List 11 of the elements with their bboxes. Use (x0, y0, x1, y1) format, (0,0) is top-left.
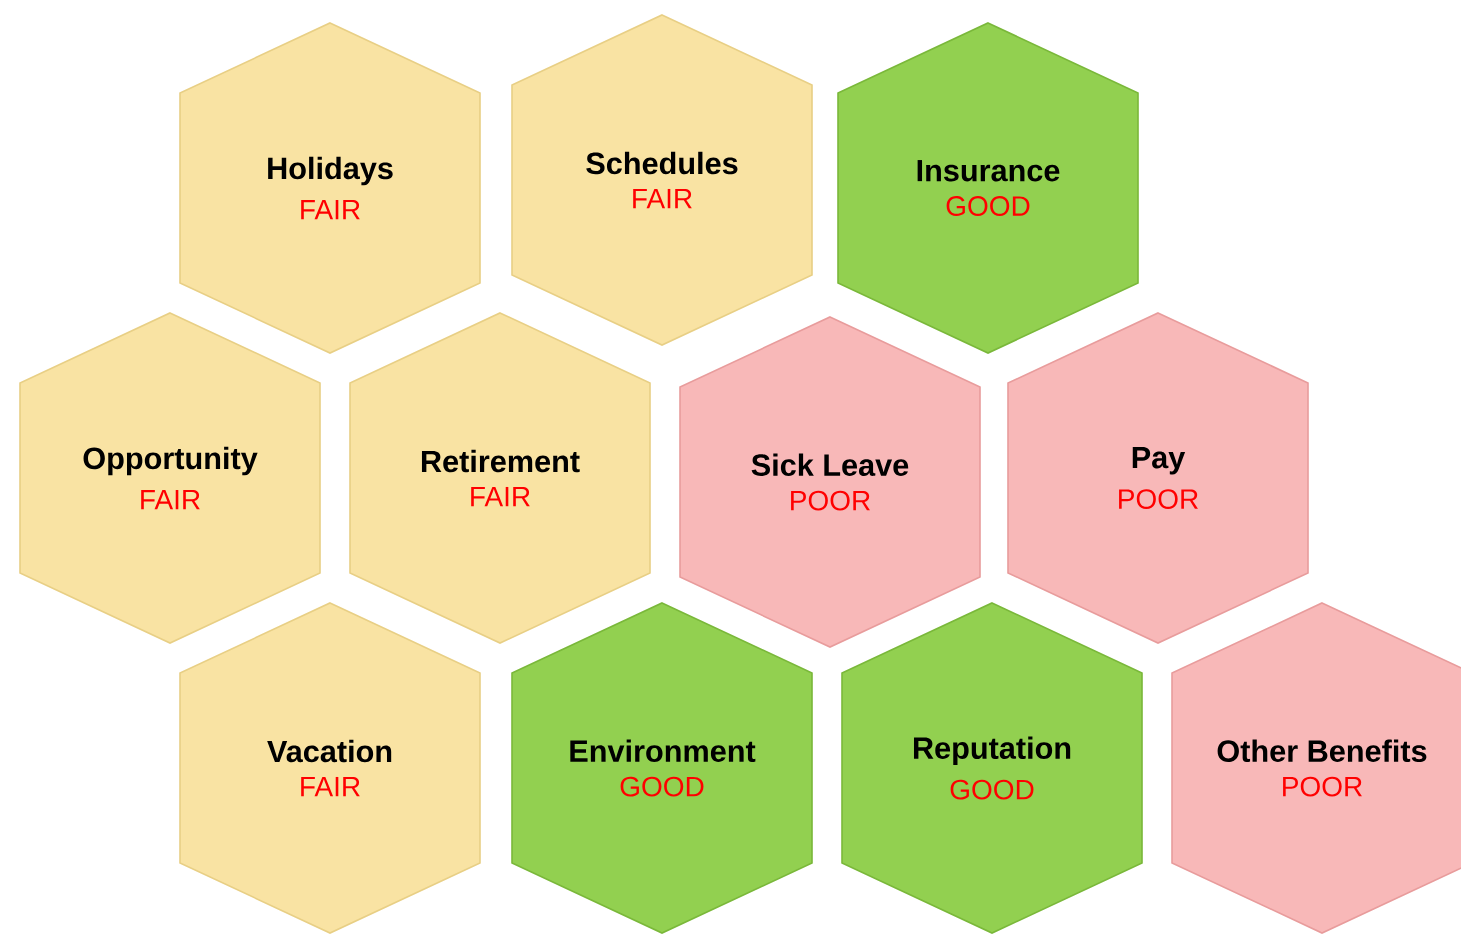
hexagon-tile: Holidays FAIR (179, 22, 481, 354)
hexagon-tile: Retirement FAIR (349, 312, 651, 644)
hexagon-tile: Schedules FAIR (511, 14, 813, 346)
hexagon-tile: Opportunity FAIR (19, 312, 321, 644)
hexagon-tile: Vacation FAIR (179, 602, 481, 934)
hexagon-tile: Sick Leave POOR (679, 316, 981, 648)
hexagon-tile: Pay POOR (1007, 312, 1309, 644)
hexagon-tile: Reputation GOOD (841, 602, 1143, 934)
hexagon-tile: Insurance GOOD (837, 22, 1139, 354)
hexagon-tile: Other Benefits POOR (1171, 602, 1461, 934)
hexagon-tile: Environment GOOD (511, 602, 813, 934)
